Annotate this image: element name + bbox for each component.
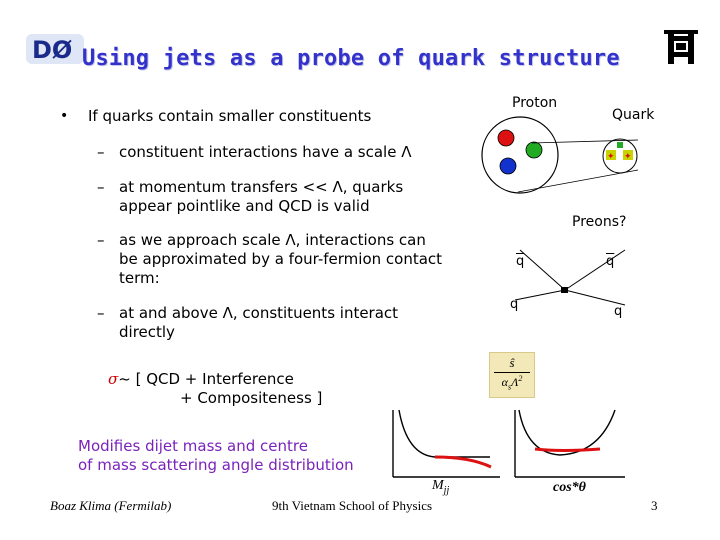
quark-label: q bbox=[614, 304, 623, 319]
sub-item-2: –at momentum transfers << Λ, quarks appe… bbox=[97, 178, 403, 216]
footer-author: Boaz Klima (Fermilab) bbox=[50, 498, 172, 513]
cos-qcd-curve bbox=[518, 409, 616, 456]
sub-item-3: –as we approach scale Λ, interactions ca… bbox=[97, 231, 442, 288]
dash: – bbox=[97, 231, 105, 249]
sigma-line: + Compositeness ] bbox=[180, 389, 323, 407]
sub-item-text: term: bbox=[119, 269, 160, 287]
contact-interaction-diagram bbox=[514, 249, 626, 306]
sub-item-text: constituent interactions have a scale Λ bbox=[119, 143, 412, 161]
cross-section-formula: σ~ [ QCD + Interference + Compositeness … bbox=[108, 370, 322, 408]
sigma-symbol: σ bbox=[108, 370, 119, 388]
dash: – bbox=[97, 143, 105, 161]
svg-text:✦: ✦ bbox=[624, 152, 632, 162]
proton-circle bbox=[481, 116, 559, 194]
mij-text: M bbox=[432, 478, 444, 493]
note-line: of mass scattering angle distribution bbox=[78, 456, 354, 474]
quark-zoom-circle bbox=[602, 138, 638, 174]
sigma-line: ~ [ QCD + Interference bbox=[118, 370, 294, 388]
sub-item-text: be approximated by a four-fermion contac… bbox=[119, 250, 443, 268]
svg-text:DØ: DØ bbox=[32, 36, 72, 64]
modifies-note: Modifies dijet mass and centre of mass s… bbox=[78, 437, 354, 475]
antiquark-label: q bbox=[606, 254, 615, 269]
dash: – bbox=[97, 178, 105, 196]
mij-axis-label: Mjj bbox=[432, 478, 449, 496]
sub-item-text: at and above Λ, constituents interact bbox=[119, 304, 399, 322]
dash: – bbox=[97, 304, 105, 322]
svg-text:✦: ✦ bbox=[607, 152, 615, 162]
quark-label: q bbox=[510, 297, 519, 312]
d0-logo: DØ bbox=[26, 32, 86, 70]
cos-composite-curve bbox=[534, 447, 601, 452]
formula-box: ŝ αsΛ2 bbox=[489, 352, 535, 398]
note-line: Modifies dijet mass and centre bbox=[78, 437, 308, 455]
quark-red bbox=[497, 129, 515, 147]
sub-item-1: –constituent interactions have a scale Λ bbox=[97, 143, 412, 162]
fermilab-logo-icon bbox=[664, 28, 698, 70]
preons-label: Preons? bbox=[572, 214, 627, 230]
cos-axis-label: cos*θ bbox=[553, 480, 586, 495]
page-title: Using jets as a probe of quark structure bbox=[82, 46, 620, 71]
sub-item-text: directly bbox=[119, 323, 175, 341]
footer-event: 9th Vietnam School of Physics bbox=[272, 498, 433, 513]
sub-item-text: appear pointlike and QCD is valid bbox=[119, 197, 370, 215]
antiquark-label: q bbox=[516, 254, 525, 269]
main-bullet: If quarks contain smaller constituents bbox=[88, 107, 372, 125]
quark-green bbox=[525, 141, 543, 159]
page-number: 3 bbox=[651, 498, 658, 513]
distribution-plots bbox=[392, 409, 625, 478]
formula-denominator: αsΛ2 bbox=[501, 374, 523, 392]
bullet-dot: • bbox=[60, 108, 69, 124]
sub-item-text: at momentum transfers << Λ, quarks bbox=[119, 178, 404, 196]
quark-blue bbox=[499, 157, 517, 175]
proton-diagram: ✦ ✦ bbox=[481, 116, 639, 194]
sub-item-text: as we approach scale Λ, interactions can bbox=[119, 231, 426, 249]
mij-subscript: jj bbox=[443, 484, 450, 496]
mij-qcd-curve bbox=[398, 409, 490, 458]
proton-label: Proton bbox=[512, 95, 558, 111]
formula-numerator: ŝ bbox=[509, 355, 515, 370]
mij-composite-curve bbox=[434, 455, 492, 469]
sub-item-4: –at and above Λ, constituents interact d… bbox=[97, 304, 398, 342]
quark-label: Quark bbox=[612, 107, 655, 123]
